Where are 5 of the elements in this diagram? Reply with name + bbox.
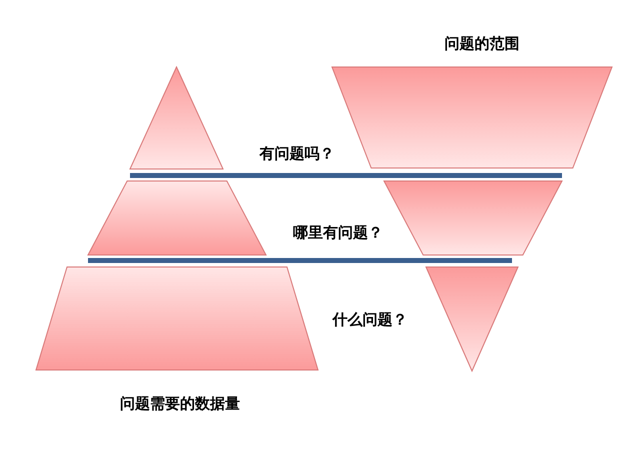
question-label: 什么问题？ xyxy=(332,310,408,330)
heading: 问题的范围 xyxy=(444,34,520,54)
question-label: 哪里有问题？ xyxy=(293,224,383,242)
question-label: 有问题吗？ xyxy=(260,144,334,164)
axis-caption: 问题需要的数据量 xyxy=(120,394,240,414)
